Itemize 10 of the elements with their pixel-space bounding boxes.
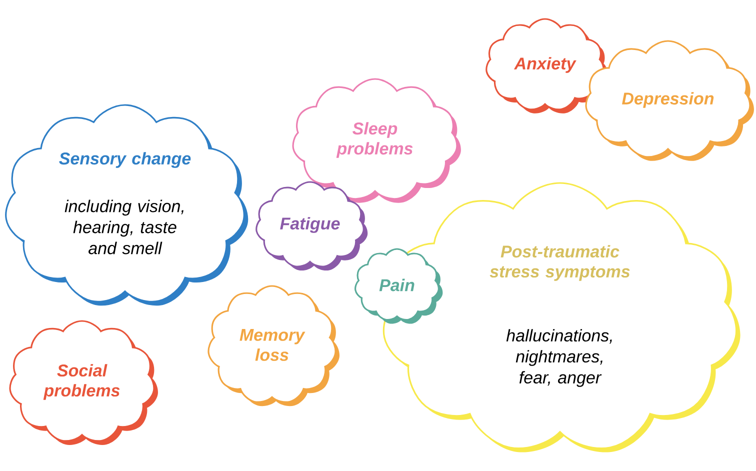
cloud-bubble: Pain — [354, 248, 443, 324]
cloud-bubble: Depression — [585, 40, 754, 161]
node-label: Post-traumatic stress symptoms — [490, 245, 630, 281]
cloud-bubble: Social problems — [9, 320, 158, 445]
node-label: hallucinations, nightmares, fear, anger — [506, 329, 612, 387]
cloud-bubble: Anxiety — [486, 18, 608, 114]
cloud-bubble: Memory loss — [208, 285, 340, 406]
cloud-bubble: Sleep problems — [292, 78, 461, 203]
cloud-bubble: Fatigue — [256, 181, 368, 271]
cloud-bubble: Sensory change including vision, hearing, taste and smell — [5, 104, 248, 306]
